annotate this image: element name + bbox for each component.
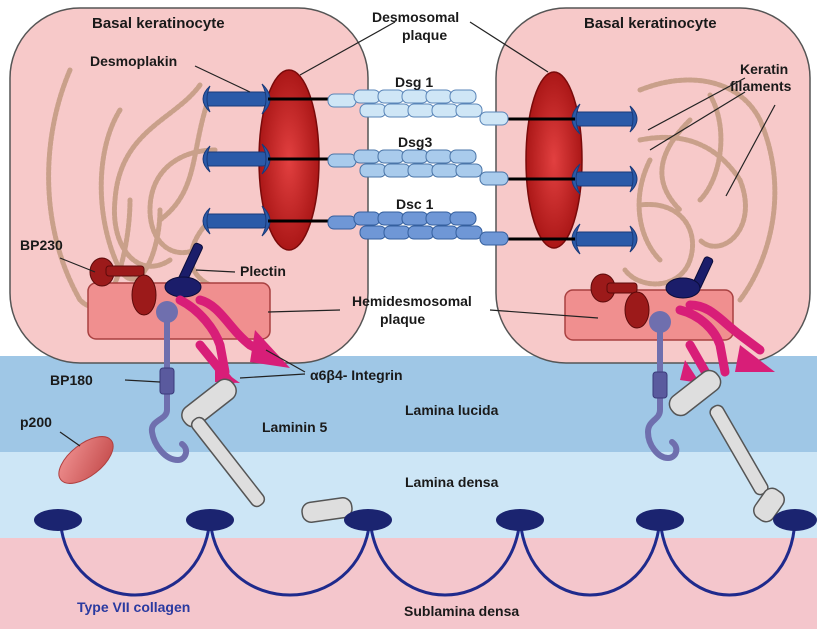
label-desmosomal-plaque-line1: Desmosomal [372, 9, 459, 25]
label-desmosomal-plaque-line2: plaque [402, 27, 447, 43]
label-bp230: BP230 [20, 237, 63, 253]
label-hemidesmosomal-line1: Hemidesmosomal [352, 293, 472, 309]
bp180-left-head [156, 301, 178, 323]
label-lamina-densa: Lamina densa [405, 474, 499, 490]
bp180-right-head [649, 311, 671, 333]
label-basal-keratinocyte-right: Basal keratinocyte [584, 15, 717, 32]
desmosomal-plaque-right [526, 72, 582, 248]
label-laminin: Laminin 5 [262, 419, 328, 435]
bp180-right-stalk [653, 372, 667, 398]
label-p200: p200 [20, 414, 52, 430]
label-keratin-line2: filaments [730, 78, 792, 94]
label-hemidesmosomal-line2: plaque [380, 311, 425, 327]
label-type-vii-collagen: Type VII collagen [77, 599, 190, 615]
label-plectin: Plectin [240, 263, 286, 279]
label-keratin-line1: Keratin [740, 61, 788, 77]
label-dsg1: Dsg 1 [395, 74, 433, 90]
bp180-left-stalk [160, 368, 174, 394]
label-dsc1: Dsc 1 [396, 196, 434, 212]
desmoplakin-right [572, 104, 637, 254]
label-desmoplakin: Desmoplakin [90, 53, 177, 69]
label-lamina-lucida: Lamina lucida [405, 402, 499, 418]
label-sublamina-densa: Sublamina densa [404, 603, 519, 619]
lamina-densa-layer [0, 452, 817, 538]
label-integrin: α6β4- Integrin [310, 367, 403, 383]
label-dsg3: Dsg3 [398, 134, 432, 150]
label-bp180: BP180 [50, 372, 93, 388]
label-basal-keratinocyte-left: Basal keratinocyte [92, 15, 225, 32]
